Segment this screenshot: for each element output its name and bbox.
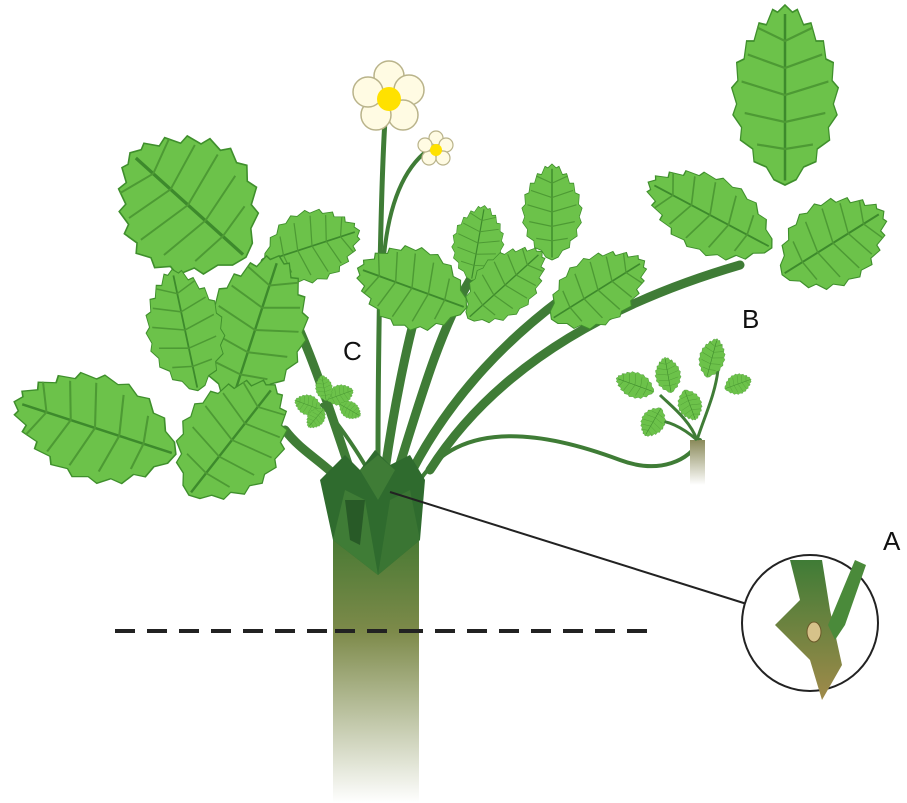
label-b: B	[742, 306, 759, 332]
leaf-right	[630, 5, 907, 311]
label-c: C	[343, 338, 362, 364]
main-root	[333, 540, 419, 803]
inset-detail	[742, 555, 878, 700]
callout-line	[390, 492, 750, 605]
stolon-lower	[420, 436, 700, 480]
flower-large	[353, 61, 424, 130]
leaf-center-right	[522, 164, 663, 348]
leaf-left	[83, 100, 371, 420]
flower-small	[418, 131, 453, 165]
label-a: A	[883, 528, 900, 554]
